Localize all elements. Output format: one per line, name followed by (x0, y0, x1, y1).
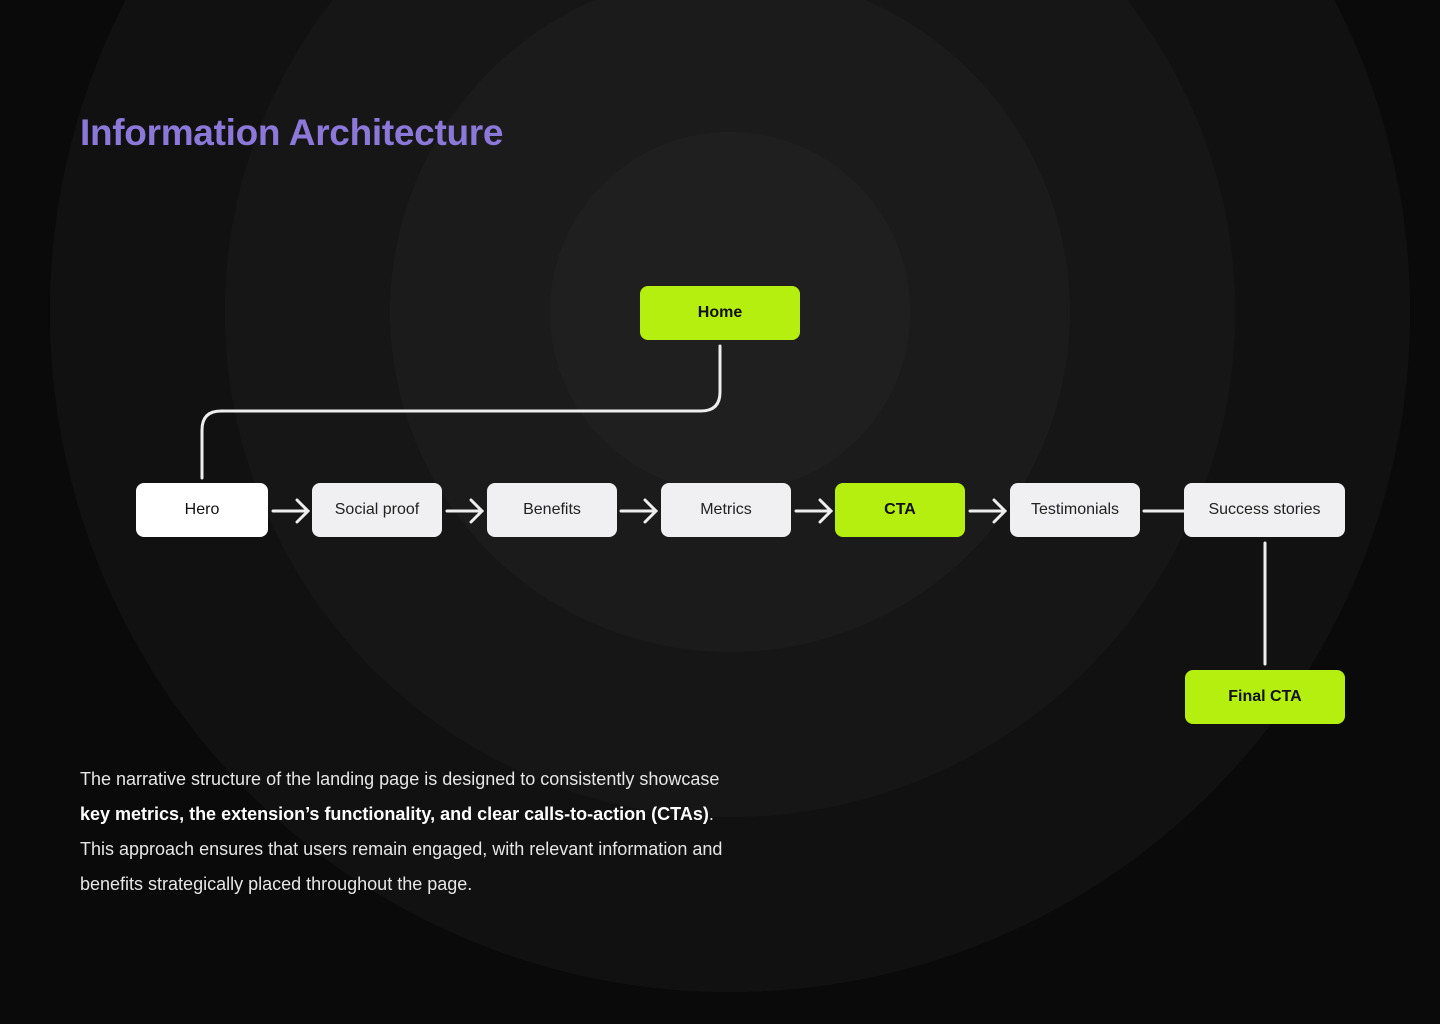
node-testimonials: Testimonials (1010, 483, 1140, 537)
node-metrics: Metrics (661, 483, 791, 537)
arrow-icon (968, 498, 1008, 524)
home-to-hero-connector (200, 344, 722, 480)
node-benefits: Benefits (487, 483, 617, 537)
node-social-proof: Social proof (312, 483, 442, 537)
node-success-stories: Success stories (1184, 483, 1345, 537)
node-cta: CTA (835, 483, 965, 537)
description: The narrative structure of the landing p… (80, 762, 730, 902)
node-final-cta: Final CTA (1185, 670, 1345, 724)
arrow-icon (445, 498, 485, 524)
arrow-icon (271, 498, 311, 524)
description-text: . This approach ensures that users remai… (80, 804, 723, 894)
description-text: The narrative structure of the landing p… (80, 769, 720, 789)
arrow-icon (619, 498, 659, 524)
node-home: Home (640, 286, 800, 340)
node-hero: Hero (136, 483, 268, 537)
page-title: Information Architecture (80, 112, 504, 153)
description-bold: key metrics, the extension’s functionali… (80, 804, 709, 824)
arrow-icon (794, 498, 834, 524)
